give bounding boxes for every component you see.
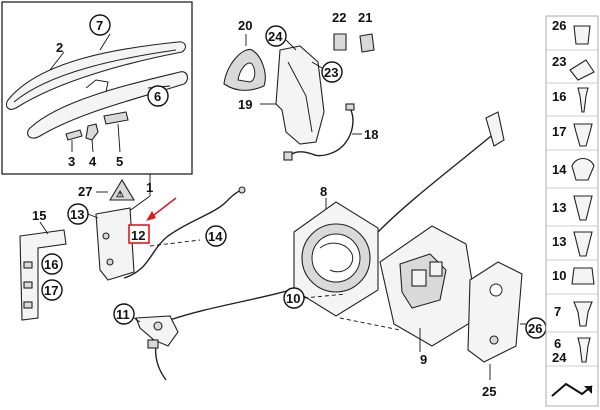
catalog-arrow-icon bbox=[551, 382, 593, 397]
callout-9: 9 bbox=[420, 352, 427, 367]
callout-7-circle bbox=[89, 14, 111, 36]
callout-27: 27 bbox=[78, 184, 92, 199]
callout-19: 19 bbox=[238, 97, 252, 112]
sidebar-label-26: 26 bbox=[552, 18, 566, 33]
svg-text:⚠: ⚠ bbox=[116, 189, 124, 199]
clip-21-part bbox=[359, 33, 375, 53]
callout-25: 25 bbox=[482, 384, 496, 399]
clamp-14-icon bbox=[571, 157, 595, 181]
sidebar-label-10: 10 bbox=[552, 268, 566, 283]
bolt-13a-icon bbox=[573, 195, 593, 221]
bracket-19-part bbox=[275, 45, 325, 145]
rivet-7-icon bbox=[573, 301, 593, 327]
callout-13: 13 bbox=[70, 207, 84, 222]
latch-module: ⚠ 27 13 12 bbox=[67, 178, 177, 281]
sidebar-label-16: 16 bbox=[552, 89, 566, 104]
sidebar-label-17: 17 bbox=[552, 124, 566, 139]
sidebar-label-13a: 13 bbox=[552, 200, 566, 215]
callout-5: 5 bbox=[116, 154, 123, 169]
callout-7: 7 bbox=[96, 18, 103, 33]
sidebar-label-6: 6 bbox=[554, 336, 561, 351]
callout-4: 4 bbox=[89, 154, 97, 169]
hardware-sidebar: 26 23 16 17 14 13 13 10 7 6 24 bbox=[545, 15, 599, 407]
nut-10-icon bbox=[571, 267, 595, 285]
callout-14-circle bbox=[205, 225, 227, 247]
callout-17-circle bbox=[41, 279, 63, 301]
latch-housing-part bbox=[95, 207, 135, 281]
bracket-part bbox=[19, 229, 67, 321]
callout-2: 2 bbox=[56, 40, 63, 55]
red-arrow-icon bbox=[146, 197, 177, 221]
callout-18: 18 bbox=[364, 127, 378, 142]
sidebar-label-23: 23 bbox=[552, 54, 566, 69]
lock-cover-part bbox=[467, 261, 523, 363]
sidebar-label-7: 7 bbox=[554, 304, 561, 319]
callout-16-circle bbox=[41, 253, 63, 275]
callout-24-circle bbox=[265, 25, 287, 47]
bolt-13b-icon bbox=[573, 231, 593, 257]
callout-3: 3 bbox=[68, 154, 75, 169]
wire-18-part bbox=[287, 107, 354, 159]
clip-23-icon bbox=[569, 59, 595, 81]
callout-22: 22 bbox=[332, 10, 346, 25]
actuator-8: 8 10 bbox=[283, 184, 379, 317]
callout-11: 11 bbox=[116, 307, 130, 322]
callout-6: 6 bbox=[154, 89, 161, 104]
warning-triangle-part bbox=[109, 178, 135, 201]
nut-26-icon bbox=[573, 25, 591, 45]
upper-assembly: 20 19 24 23 22 21 18 bbox=[223, 10, 378, 161]
bracket-assembly: 15 16 17 bbox=[19, 208, 67, 321]
screw-17-icon bbox=[573, 123, 593, 147]
callout-24: 24 bbox=[268, 29, 283, 44]
pad-5-part bbox=[103, 111, 129, 125]
callout-26: 26 bbox=[528, 321, 542, 336]
lever-11: 11 bbox=[113, 303, 179, 381]
clip-22-part bbox=[333, 33, 347, 51]
screw-16-icon bbox=[577, 87, 589, 113]
sidebar-label-14: 14 bbox=[552, 162, 567, 177]
lever-part bbox=[135, 315, 179, 347]
callout-23-circle bbox=[321, 61, 343, 83]
highlight-box bbox=[128, 224, 150, 244]
cable-14-part bbox=[123, 189, 243, 279]
lock-mechanism-9: 9 bbox=[339, 225, 479, 367]
clip-4-part bbox=[85, 123, 99, 141]
callout-20: 20 bbox=[238, 18, 252, 33]
cover-25: 26 25 bbox=[467, 261, 547, 399]
callout-11-circle bbox=[113, 303, 135, 325]
callout-23: 23 bbox=[324, 65, 338, 80]
callout-16: 16 bbox=[44, 257, 58, 272]
screw-6-icon bbox=[577, 337, 591, 363]
callout-15: 15 bbox=[32, 208, 46, 223]
inset-box: 2 7 6 3 4 5 bbox=[1, 1, 193, 175]
handle-cover-part bbox=[27, 71, 189, 139]
clip-3-part bbox=[65, 129, 83, 141]
callout-14: 14 bbox=[208, 229, 223, 244]
callout-8: 8 bbox=[320, 184, 327, 199]
sidebar-label-13b: 13 bbox=[552, 234, 566, 249]
callout-10: 10 bbox=[286, 291, 300, 306]
handle-strip-part bbox=[5, 41, 187, 110]
callout-6-circle bbox=[147, 85, 169, 107]
callout-12: 12 bbox=[131, 228, 145, 243]
callout-21: 21 bbox=[358, 10, 372, 25]
callout-1: 1 bbox=[146, 180, 153, 195]
sidebar-label-24: 24 bbox=[552, 350, 567, 365]
callout-17: 17 bbox=[44, 283, 58, 298]
